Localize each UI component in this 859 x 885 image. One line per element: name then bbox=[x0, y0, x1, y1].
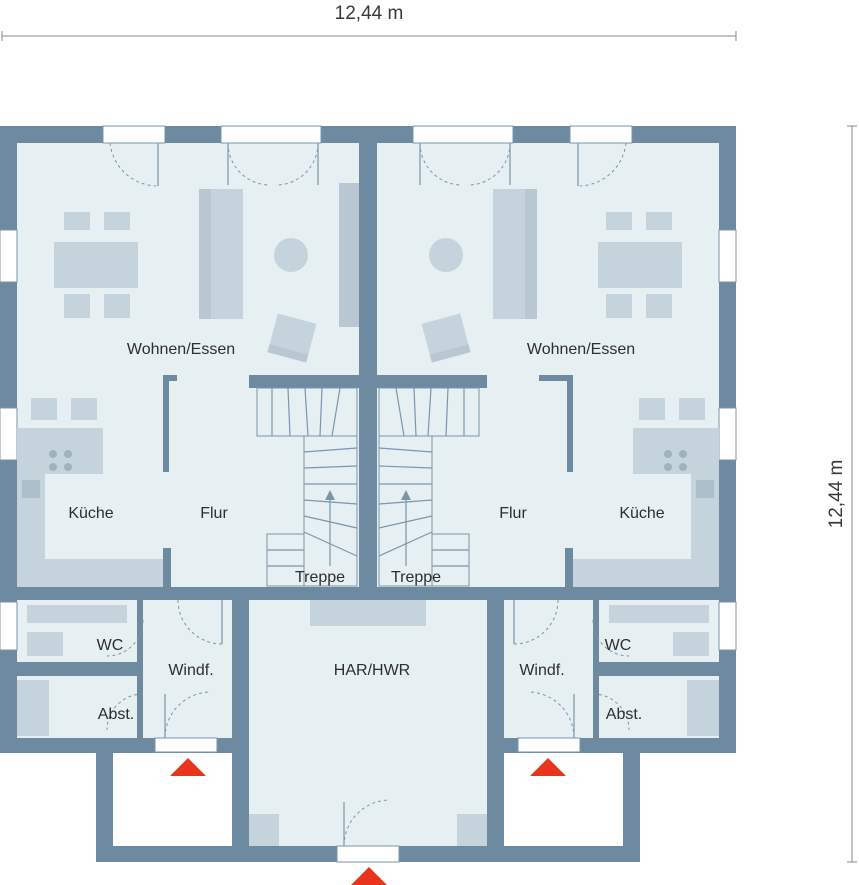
height-dimension: 12,44 m bbox=[826, 125, 857, 863]
room-label-har-hwr: HAR/HWR bbox=[334, 662, 410, 679]
room-label-kueche-left: Küche bbox=[68, 505, 113, 522]
width-label: 12,44 m bbox=[335, 3, 404, 24]
room-label-kueche-right: Küche bbox=[619, 505, 664, 522]
room-label-flur-right: Flur bbox=[499, 505, 527, 522]
entrance-arrows bbox=[170, 758, 566, 885]
room-label-windf-right: Windf. bbox=[519, 662, 564, 679]
door-swings bbox=[106, 142, 630, 847]
room-label-treppe-right: Treppe bbox=[391, 569, 441, 586]
room-label-abst-right: Abst. bbox=[606, 706, 642, 723]
entrance-arrow-icon bbox=[351, 867, 387, 885]
staircase-left bbox=[256, 387, 358, 587]
furniture-left bbox=[17, 183, 487, 846]
height-label: 12,44 m bbox=[826, 460, 847, 529]
room-label-abst-left: Abst. bbox=[98, 706, 134, 723]
room-label-treppe-left: Treppe bbox=[295, 569, 345, 586]
room-label-windf-left: Windf. bbox=[168, 662, 213, 679]
entrance-arrow-icon bbox=[170, 758, 206, 776]
stove-left bbox=[49, 450, 72, 471]
porch-right bbox=[500, 752, 640, 862]
room-label-wc-left: WC bbox=[97, 637, 124, 654]
furniture-right bbox=[421, 189, 719, 736]
labels-left: Wohnen/Essen Küche Flur Treppe WC Windf.… bbox=[68, 341, 345, 723]
windows bbox=[0, 125, 737, 863]
labels-right: Wohnen/Essen Küche Flur Treppe WC Windf.… bbox=[391, 341, 665, 723]
room-label-wohnen-left: Wohnen/Essen bbox=[127, 341, 235, 358]
staircase-right bbox=[378, 387, 480, 587]
stove-right bbox=[664, 450, 687, 471]
entrance-arrow-icon bbox=[530, 758, 566, 776]
room-label-wc-right: WC bbox=[605, 637, 632, 654]
room-label-wohnen-right: Wohnen/Essen bbox=[527, 341, 635, 358]
porch-left bbox=[96, 752, 234, 862]
width-dimension: 12,44 m bbox=[1, 3, 737, 41]
room-label-flur-left: Flur bbox=[200, 505, 228, 522]
